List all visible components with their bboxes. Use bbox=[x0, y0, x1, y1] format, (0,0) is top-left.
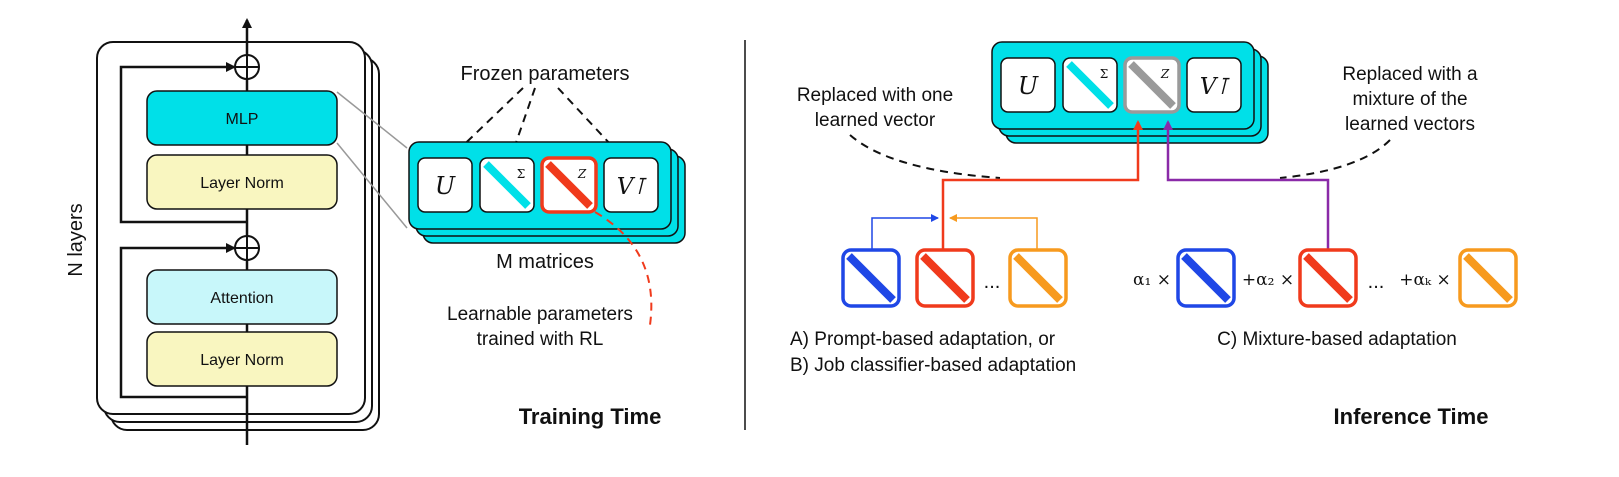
ellipsis-right: ... bbox=[1368, 271, 1385, 293]
frozen-parameters-label: Frozen parameters bbox=[461, 63, 630, 85]
mlp-connector-bottom bbox=[336, 142, 408, 229]
inference-time-title: Inference Time bbox=[1334, 404, 1489, 429]
learnable-line2: trained with RL bbox=[477, 329, 604, 350]
caption-c: C) Mixture-based adaptation bbox=[1217, 329, 1457, 350]
inference-matrix-z: Z bbox=[1123, 56, 1181, 114]
learnable-dashed-curve bbox=[594, 211, 653, 326]
alpha2-label: +α₂ × bbox=[1242, 270, 1294, 290]
inference-matrix-sigma-label: Σ bbox=[1100, 67, 1108, 81]
layer-norm-bottom-label: Layer Norm bbox=[200, 352, 284, 369]
replaced-one-dashed-curve bbox=[849, 134, 1001, 179]
inference-matrix-vt-label: V⊺ bbox=[1200, 74, 1231, 100]
ellipsis-left: ... bbox=[984, 271, 1001, 293]
replaced-one-line1: Replaced with one bbox=[797, 85, 953, 106]
red-path-to-z bbox=[941, 120, 1143, 250]
inference-matrix-u: U bbox=[1000, 57, 1056, 113]
layer-norm-top-label: Layer Norm bbox=[200, 175, 284, 192]
add-node-bottom bbox=[234, 235, 260, 261]
training-time-title: Training Time bbox=[519, 404, 662, 429]
n-layers-label: N layers bbox=[65, 203, 87, 276]
add-node-top bbox=[234, 54, 260, 80]
vector-orange-left bbox=[1008, 248, 1068, 308]
frozen-dash-vt bbox=[557, 87, 626, 161]
blue-selection-arrow bbox=[871, 214, 939, 250]
training-matrix-u-label: U bbox=[435, 172, 456, 200]
replaced-mix-dashed-curve bbox=[1279, 139, 1391, 179]
attention-label: Attention bbox=[210, 290, 273, 307]
replaced-mix-line3: learned vectors bbox=[1345, 114, 1475, 135]
vector-blue-left bbox=[841, 248, 901, 308]
purple-path-to-z bbox=[1163, 120, 1330, 250]
vector-blue-right bbox=[1176, 248, 1236, 308]
vector-orange-right bbox=[1458, 248, 1518, 308]
inference-matrix-z-label: Z bbox=[1160, 67, 1170, 81]
m-matrices-label: M matrices bbox=[496, 251, 594, 273]
training-matrix-u: U bbox=[417, 157, 473, 213]
caption-a: A) Prompt-based adaptation, or bbox=[790, 329, 1056, 350]
training-matrix-z-label: Z bbox=[577, 167, 587, 181]
mlp-block: MLP bbox=[146, 90, 338, 146]
layer-norm-bottom-block: Layer Norm bbox=[146, 331, 338, 387]
training-matrix-vt-label: V⊺ bbox=[617, 174, 648, 200]
skip-connection-top bbox=[119, 62, 247, 224]
orange-selection-arrow bbox=[949, 214, 1038, 250]
replaced-mix-line1: Replaced with a bbox=[1342, 64, 1478, 85]
vector-red-right bbox=[1298, 248, 1358, 308]
inference-matrix-sigma: Σ bbox=[1062, 57, 1118, 113]
replaced-mix-line2: mixture of the bbox=[1352, 89, 1467, 110]
inference-matrix-u-label: U bbox=[1018, 72, 1039, 100]
alpha1-label: α₁ × bbox=[1133, 270, 1171, 290]
training-matrix-sigma: Σ bbox=[479, 157, 535, 213]
inference-matrix-vt: V⊺ bbox=[1186, 57, 1242, 113]
attention-block: Attention bbox=[146, 269, 338, 325]
training-matrix-vt: V⊺ bbox=[603, 157, 659, 213]
skip-connection-bottom bbox=[119, 243, 247, 399]
learnable-line1: Learnable parameters bbox=[447, 304, 633, 325]
replaced-one-line2: learned vector bbox=[815, 110, 936, 131]
mlp-label: MLP bbox=[226, 111, 259, 128]
caption-b: B) Job classifier-based adaptation bbox=[790, 355, 1076, 376]
layer-norm-top-block: Layer Norm bbox=[146, 154, 338, 210]
training-matrix-sigma-label: Σ bbox=[517, 167, 525, 181]
mlp-connector-top bbox=[336, 91, 408, 149]
training-matrix-z: Z bbox=[540, 156, 598, 214]
alphak-label: +αₖ × bbox=[1399, 270, 1451, 290]
vector-red-left bbox=[915, 248, 975, 308]
